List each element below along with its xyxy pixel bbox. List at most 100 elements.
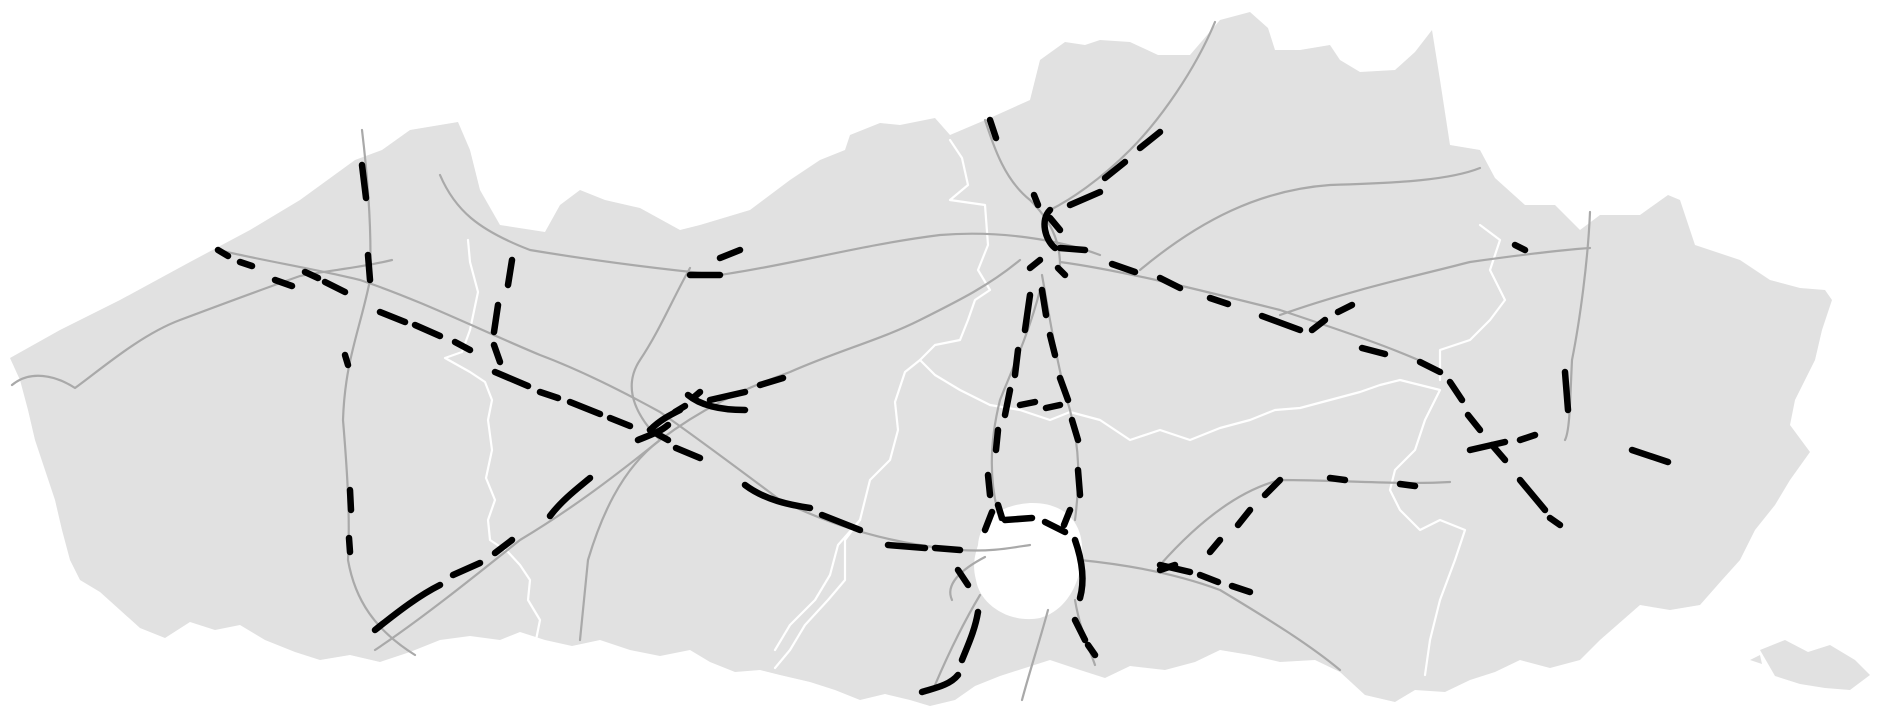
highlighted-section-43 [986,116,1000,142]
highlighted-section-99 [1042,401,1064,412]
highlighted-section-61 [1446,378,1466,404]
highlighted-section-55 [1206,294,1232,308]
motorway-e313 [1058,260,1442,372]
highlighted-section-98 [1016,398,1039,409]
province-border-east [988,378,1467,677]
province-border-limburg [1438,223,1507,382]
highlighted-sections-layer [214,116,1672,696]
highlighted-section-47 [1101,158,1129,182]
highlighted-section-89 [992,426,1002,454]
highlighted-section-24 [818,511,864,534]
province-border-inner [918,358,992,407]
highlighted-section-9 [301,268,322,282]
highlighted-section-94 [1056,374,1072,404]
highlighted-section-54 [1156,274,1184,292]
highlighted-section-93 [1046,331,1059,359]
highlighted-section-13 [451,338,474,354]
highlighted-section-97 [1060,506,1074,529]
highlighted-section-27 [981,508,996,534]
motorway-a17 [341,128,417,657]
highlighted-section-57 [1308,316,1329,334]
highlighted-section-11 [376,308,409,326]
highlighted-section-46 [1066,188,1104,209]
highlighted-section-44 [1030,191,1042,209]
motorway-a8 [933,593,982,687]
highlighted-section-39 [706,388,749,404]
highlighted-section-1 [358,161,370,202]
highlighted-section-28 [1001,514,1036,524]
highlighted-section-75 [1206,536,1224,556]
highlighted-section-23 [741,481,814,512]
motorway-e19-north [1048,20,1217,212]
highlighted-section-36 [634,421,672,444]
highlighted-section-7 [236,258,256,270]
highlighted-section-78 [1196,571,1222,586]
motorway-e19-south [1020,608,1050,702]
highlighted-section-40 [756,374,787,389]
motorway-e40 [373,258,1022,652]
region-exclave-small [1750,655,1762,664]
motorway-a13-east [1278,246,1592,317]
motorway-e40-southeast [1078,558,1342,672]
highlighted-section-37 [671,402,689,416]
highlighted-section-68 [1628,446,1672,466]
highlighted-section-83 [958,608,982,664]
highlighted-section-92 [1038,286,1050,319]
highlighted-section-95 [1068,416,1082,444]
highlighted-section-59 [1358,344,1389,358]
land-layer [10,12,1870,706]
highlighted-section-62 [1464,411,1484,434]
motorway-e314 [1563,210,1592,442]
highlighted-section-33 [449,559,484,579]
highlighted-section-71 [1326,474,1349,484]
highlighted-section-66 [1511,241,1529,254]
highlighted-section-74 [1234,506,1254,529]
highlighted-section-88 [1001,386,1014,419]
highlighted-section-70 [1516,431,1539,444]
border-layer [443,138,1507,677]
highlighted-section-91 [994,501,1006,522]
highlighted-section-38 [684,391,749,414]
highlighted-section-60 [1416,358,1444,376]
highlighted-section-12 [411,321,444,340]
highlighted-section-25 [884,541,929,552]
highlighted-section-29 [1041,518,1069,536]
highlighted-section-34 [491,536,516,557]
highlighted-section-64 [1516,476,1549,514]
highlighted-section-2 [364,251,374,284]
highlighted-section-48 [1136,128,1164,152]
highlighted-section-15 [536,388,562,402]
motorway-a12 [983,118,1062,267]
highlighted-section-69 [1466,438,1509,454]
highlighted-section-52 [1026,256,1044,272]
highlighted-section-65 [1546,514,1564,529]
highlighted-section-73 [1261,476,1284,499]
highlighted-section-82 [1084,641,1099,659]
highlighted-section-84 [918,671,962,696]
highlighted-section-58 [1334,301,1356,316]
highlighted-section-85 [954,566,972,589]
motorway-a18 [216,248,1032,552]
province-border-south [773,518,862,652]
highlighted-section-79 [1228,582,1254,596]
province-border-west [443,238,542,642]
highlighted-section-5 [345,534,354,556]
highlighted-section-49 [1041,206,1059,252]
highlighted-section-26 [931,544,964,554]
highlighted-section-45 [1046,214,1064,234]
highlighted-section-4 [346,486,355,514]
highlighted-section-16 [566,398,604,418]
highlighted-section-8 [271,276,296,290]
highlighted-section-20 [504,256,516,289]
highlighted-section-72 [1396,480,1419,490]
highlighted-section-14 [491,368,532,390]
highlighted-section-3 [341,351,352,369]
highlighted-section-21 [490,301,502,336]
highlighted-section-42 [716,246,744,262]
highlighted-section-32 [371,581,444,634]
highlighted-section-50 [1056,244,1089,254]
enclave-hole [974,502,1083,620]
highlighted-section-51 [1054,264,1069,279]
